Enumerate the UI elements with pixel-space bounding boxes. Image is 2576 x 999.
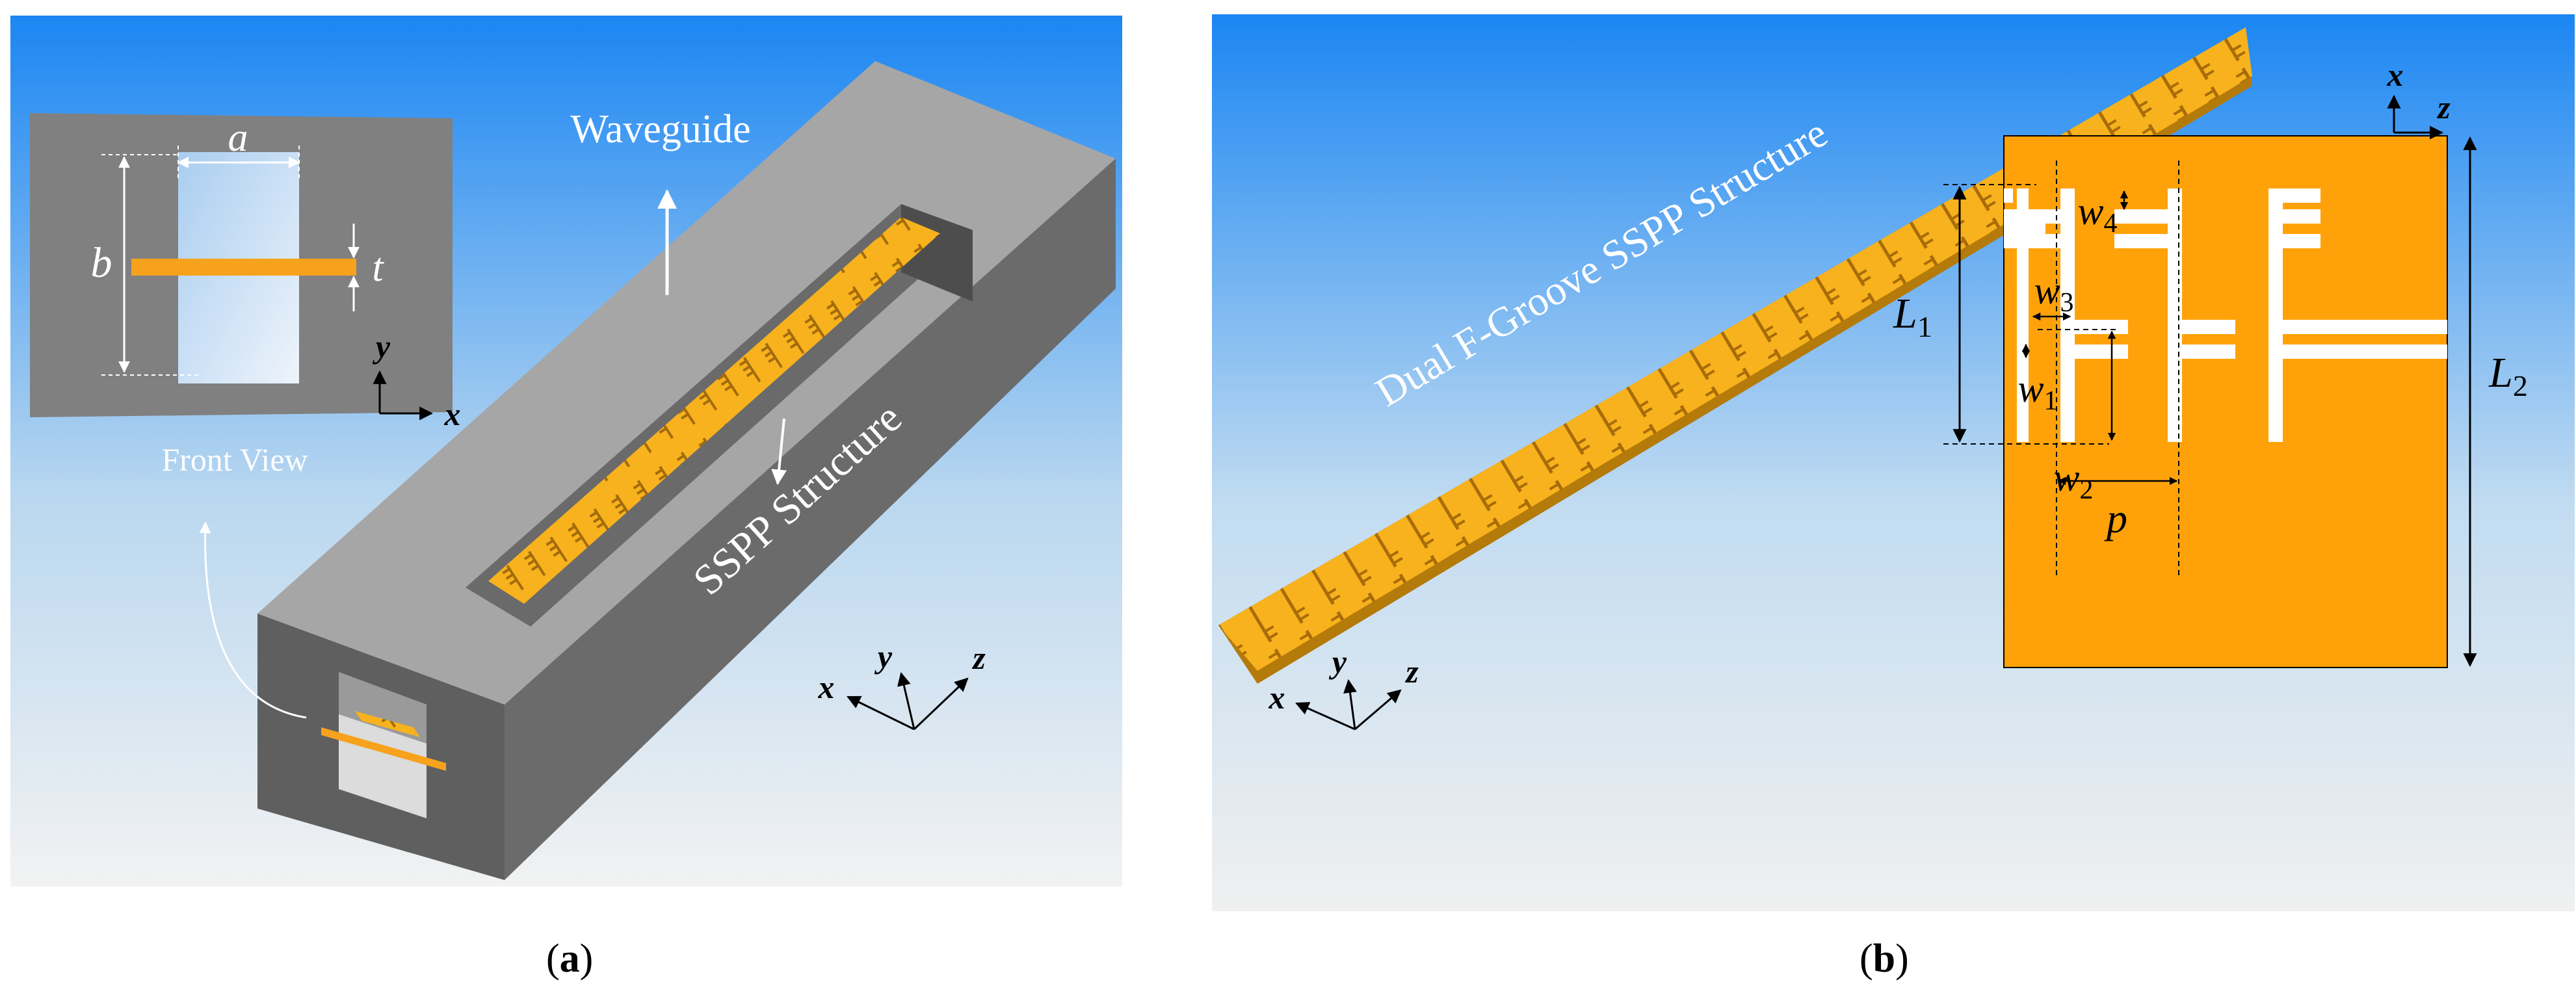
axis-x-b: x (1268, 679, 1285, 716)
panel-b-sspp-view: Dual F-Groove SSPP Structure x y z (1212, 14, 2575, 911)
caption-a: (a) (546, 937, 594, 981)
axis-triad-a: x y z (818, 638, 986, 731)
unit-cell-detail: L1 L2 w4 w3 w1 w2 p x z (1893, 57, 2528, 668)
detail-axis-x: x (2387, 57, 2404, 93)
inset-strip (131, 259, 356, 276)
dim-label-t: t (372, 246, 384, 290)
detail-axis-z: z (2436, 89, 2451, 125)
dim-L1: L1 (1893, 290, 1932, 343)
sspp-figure: Dual F-Groove SSPP Structure x y z (1212, 14, 2575, 911)
inset-axis-y: y (373, 328, 391, 365)
waveguide-figure: a b t y x Front View Waveguide SSPP Stru… (10, 16, 1122, 887)
axis-z-a: z (971, 640, 986, 676)
inset-axis-x: x (444, 396, 461, 432)
dim-label-b: b (91, 239, 112, 287)
dim-w4: w4 (2077, 190, 2117, 239)
front-view-label: Front View (161, 441, 308, 478)
dim-label-a: a (228, 116, 248, 160)
dim-w1: w1 (2017, 367, 2057, 416)
sspp-strip-end (321, 727, 446, 771)
waveguide-body (257, 61, 1116, 880)
unit-cell-background (2003, 135, 2448, 668)
dim-p: p (2104, 495, 2127, 541)
sspp-pointer-arrow (771, 418, 787, 486)
axis-z-b: z (1404, 653, 1419, 690)
caption-b: (b) (1860, 937, 1909, 981)
panel-a-waveguide-view: a b t y x Front View Waveguide SSPP Stru… (10, 16, 1122, 887)
sspp-strip-3d (1218, 27, 2252, 684)
axis-y-b: y (1329, 643, 1347, 680)
axis-triad-b: x y z (1268, 643, 1419, 731)
dim-w3: w3 (2034, 269, 2073, 318)
axis-y-a: y (874, 638, 893, 675)
front-view-inset: a b t y x (30, 113, 461, 432)
front-view-pointer-arrow (199, 521, 307, 719)
dim-L2: L2 (2488, 349, 2528, 402)
waveguide-label: Waveguide (570, 107, 750, 151)
axis-x-a: x (818, 669, 835, 705)
sspp-strip-inside (488, 217, 940, 604)
